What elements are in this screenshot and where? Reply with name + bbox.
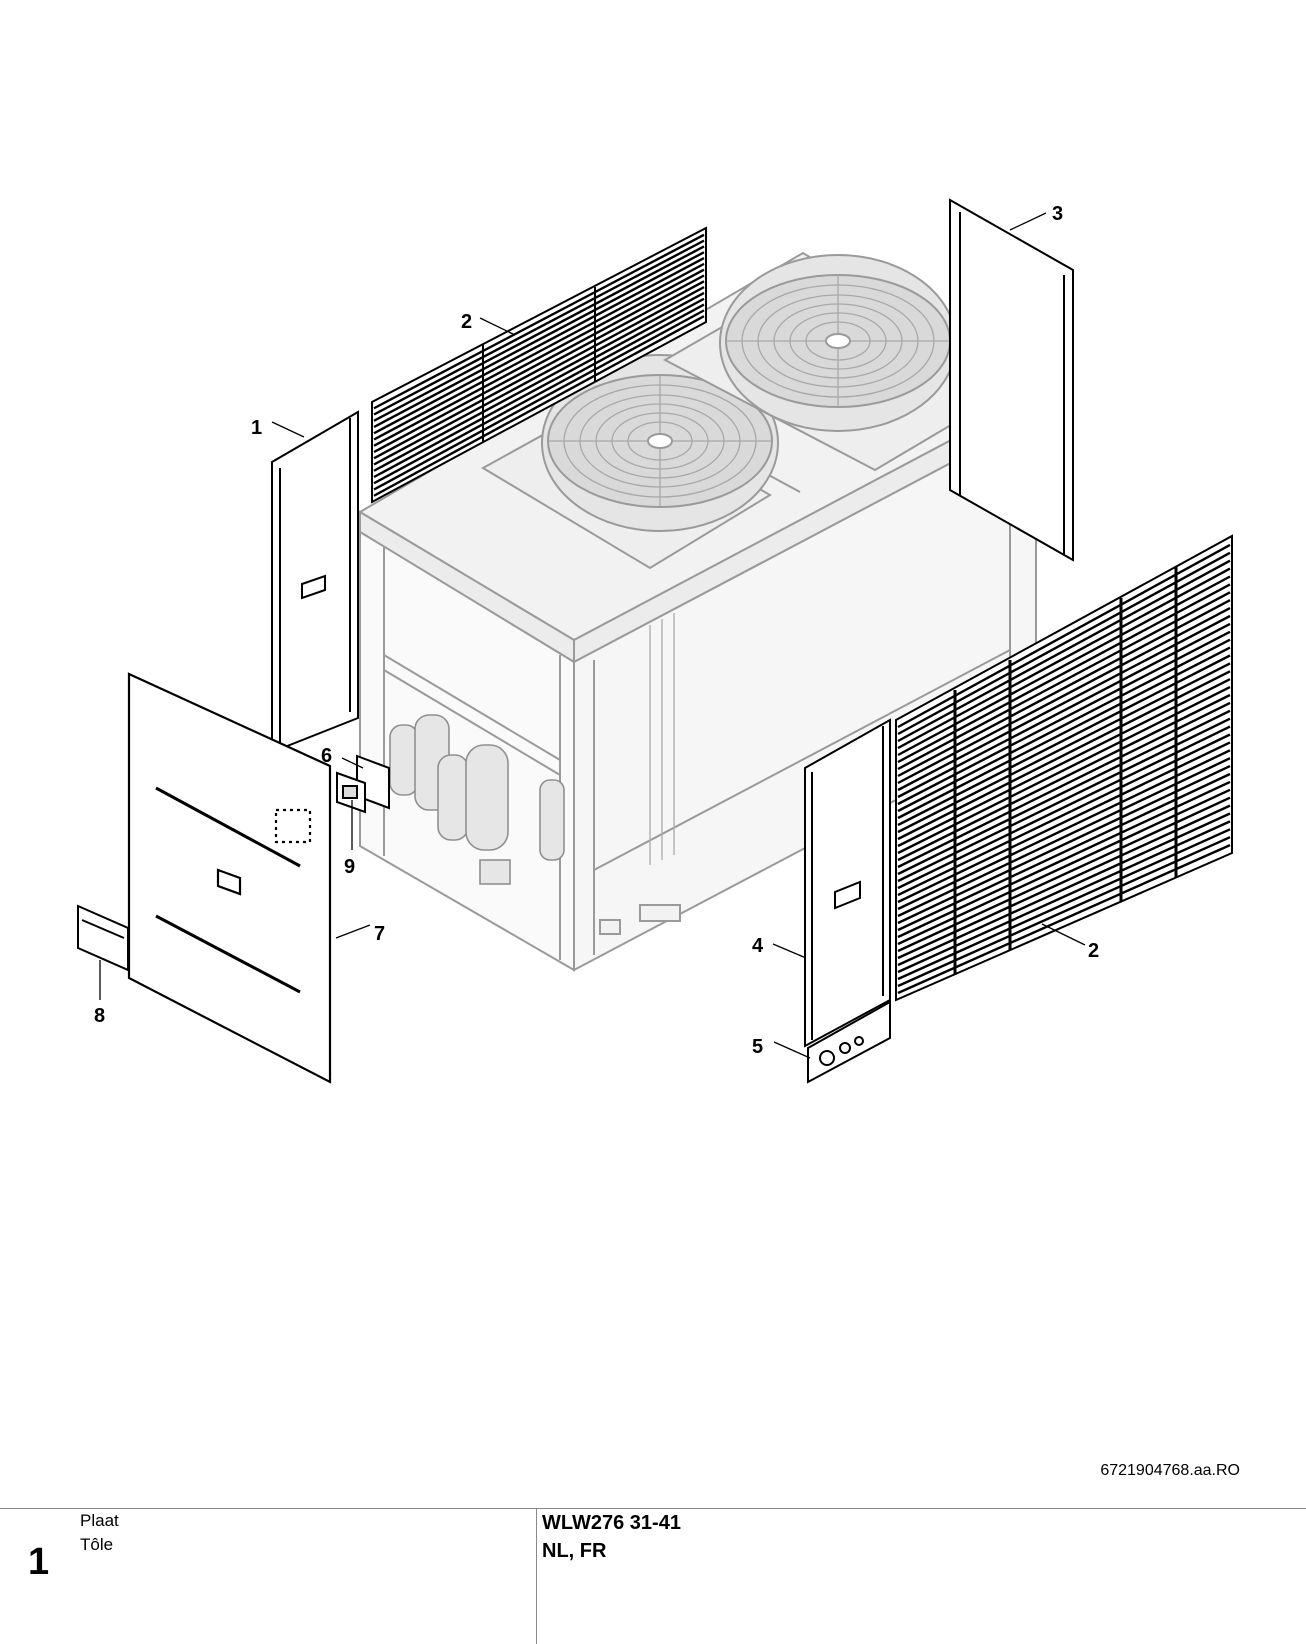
callout-7: 7 bbox=[374, 923, 385, 945]
grille-slat bbox=[373, 251, 705, 429]
page-number: 1 bbox=[28, 1541, 50, 1583]
callout-1: 1 bbox=[251, 417, 262, 439]
footer-divider bbox=[536, 1509, 537, 1644]
fan-left bbox=[480, 354, 779, 570]
grille-slat bbox=[373, 309, 705, 491]
grille-slat bbox=[373, 303, 705, 485]
callout-8: 8 bbox=[94, 1005, 105, 1027]
title-fr: Tôle bbox=[80, 1535, 114, 1554]
grille-slat bbox=[373, 286, 705, 466]
grille-slat bbox=[373, 297, 705, 479]
callout-9: 9 bbox=[344, 856, 355, 878]
panel-back-right bbox=[949, 198, 1074, 562]
panel-side-left bbox=[271, 410, 359, 754]
panel-cover-bottom bbox=[807, 1000, 891, 1084]
controller-bracket bbox=[336, 754, 390, 814]
grille-slat bbox=[373, 257, 705, 435]
footer: 1 Plaat Tôle WLW276 31-41 NL, FR bbox=[0, 1508, 1306, 1644]
grille-slat bbox=[373, 291, 705, 472]
exploded-view-drawing: 1 2 3 4 5 6 7 8 9 2 bbox=[77, 198, 1233, 1084]
grille-slat bbox=[373, 280, 705, 460]
callout-2-top: 2 bbox=[461, 311, 472, 333]
panel-front-large bbox=[127, 672, 332, 1084]
grille-slat bbox=[373, 245, 705, 422]
grille-slat bbox=[373, 262, 705, 441]
grille-front-right bbox=[895, 534, 1233, 1002]
callout-6: 6 bbox=[321, 745, 332, 767]
callout-5: 5 bbox=[752, 1036, 763, 1058]
leader-lines bbox=[99, 212, 1086, 1059]
title-nl: Plaat bbox=[80, 1511, 119, 1530]
callout-4: 4 bbox=[752, 935, 764, 957]
panel-front-right bbox=[804, 718, 891, 1048]
grille-slat bbox=[373, 233, 705, 410]
grille-slat bbox=[373, 274, 705, 454]
grille-top bbox=[371, 226, 707, 504]
model-name: WLW276 31-41 bbox=[542, 1512, 681, 1534]
grille-slat bbox=[373, 239, 705, 416]
fan-right bbox=[662, 254, 1013, 472]
callout-2-right: 2 bbox=[1088, 940, 1099, 962]
grille-slat bbox=[373, 268, 705, 447]
callout-3: 3 bbox=[1052, 203, 1063, 225]
country-codes: NL, FR bbox=[542, 1540, 607, 1562]
drawing-reference-code: 6721904768.aa.RO bbox=[1100, 1462, 1240, 1479]
panel-cover-small bbox=[77, 904, 129, 972]
grille-slat bbox=[373, 315, 705, 497]
